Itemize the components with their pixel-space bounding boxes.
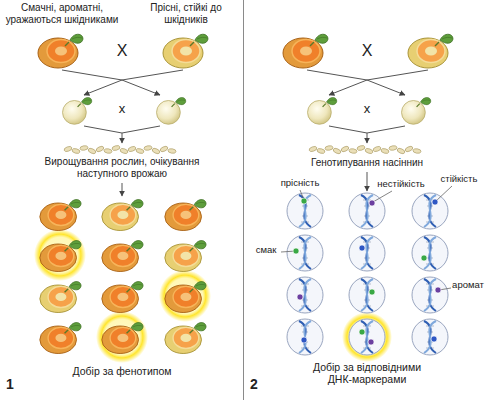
marker-label: прісність (272, 178, 328, 189)
offspring-melon (40, 241, 81, 272)
offspring-melon (102, 282, 143, 313)
offspring-melon (40, 200, 81, 231)
step-arrow (122, 183, 123, 196)
offspring-melons (40, 200, 206, 354)
dna-marker (435, 287, 441, 293)
genotype-circle (287, 319, 323, 355)
genotype-circle (287, 277, 323, 313)
offspring-melon (40, 323, 81, 354)
dna-marker (369, 200, 375, 206)
leader-line (373, 191, 392, 202)
cross-sign: X (112, 42, 132, 60)
step-arrow (367, 172, 368, 191)
selection-glow (342, 312, 392, 362)
cross-sign: x (359, 102, 375, 117)
marker-label: аромат (449, 280, 487, 291)
dna-marker (301, 337, 307, 343)
selection-glows (34, 229, 392, 363)
marker-label: смак (250, 245, 282, 256)
variety-description: Прісні, стійкі до шкідників (138, 2, 234, 25)
panel-number: 2 (250, 376, 266, 392)
offspring-melon (165, 323, 206, 354)
genotype-circles (287, 193, 448, 355)
offspring-melon (102, 200, 143, 231)
genotype-circle (349, 319, 385, 355)
step-text: Генотипування насіннин (287, 157, 447, 169)
offspring-melon (102, 323, 143, 354)
variety-description: Смачні, ароматні, уражаються шкідниками (2, 2, 122, 25)
genotype-circle (287, 235, 323, 271)
dna-marker (293, 248, 299, 254)
genotype-circle (412, 319, 448, 355)
dna-marker (432, 199, 438, 205)
genotype-circle (287, 193, 323, 229)
offspring-melon (165, 282, 206, 313)
dna-marker (368, 339, 374, 345)
parent-variety: Прісні, стійкі до шкідників (138, 2, 234, 78)
genotype-circle (349, 277, 385, 313)
panel-number: 1 (6, 376, 22, 392)
parent-variety: Смачні, ароматні, уражаються шкідниками (2, 2, 122, 78)
selection-glow (96, 311, 148, 363)
offspring-melon (165, 241, 206, 272)
offspring-melon (40, 282, 81, 313)
cross-sign: x (114, 102, 130, 117)
crossing-scheme (38, 34, 208, 154)
step-text: Вирощування рослин, очікування наступног… (32, 156, 212, 179)
selection-glow (159, 270, 211, 322)
dna-marker (431, 336, 437, 342)
dna-marker (297, 294, 303, 300)
selection-caption: Добір за відповідними ДНК-маркерами (304, 361, 430, 385)
dna-marker (301, 198, 307, 204)
panel-divider (243, 0, 244, 400)
marker-label: стійкість (432, 174, 486, 185)
cross-sign: X (357, 42, 377, 60)
genotype-circle (349, 235, 385, 271)
marker-label: нестійкість (372, 179, 430, 190)
offspring-melon (165, 200, 206, 231)
offspring-melon (102, 241, 143, 272)
selection-glow (34, 229, 86, 281)
dna-markers (293, 198, 441, 345)
genotype-circle (412, 235, 448, 271)
dna-marker (359, 329, 365, 335)
genotype-circle (412, 277, 448, 313)
crossing-scheme (283, 34, 453, 154)
genotype-circle (412, 193, 448, 229)
leader-line (436, 186, 452, 201)
selection-caption: Добір за фенотипом (22, 365, 222, 377)
dna-marker (421, 255, 427, 261)
dna-marker (359, 245, 365, 251)
marker-leaders (281, 186, 452, 290)
dna-marker (369, 289, 375, 295)
